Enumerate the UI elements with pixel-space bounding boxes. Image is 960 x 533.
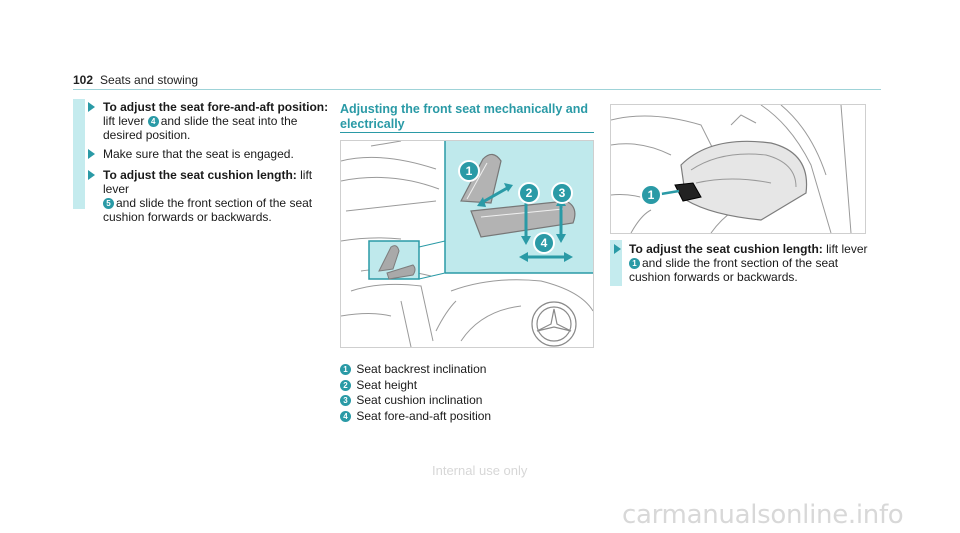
step-text: lift lever: [103, 114, 145, 128]
step-cushion-length-2: To adjust the seat cushion length: lift …: [629, 242, 869, 284]
legend-item: 3 Seat cushion inclination: [340, 393, 491, 409]
step-text: cushion forwards or backwards.: [103, 210, 272, 224]
step-arrow-icon: [88, 170, 95, 180]
step-text: desired position.: [103, 128, 191, 142]
step-text: cushion forwards or backwards.: [629, 270, 798, 284]
page-number: 102: [73, 73, 94, 87]
site-watermark: carmanualsonline.info: [622, 500, 904, 530]
step-arrow-icon: [88, 102, 95, 112]
step-arrow-icon: [614, 244, 621, 254]
cushion-lever-illustration: [611, 105, 852, 233]
page-header: 102 Seats and stowing: [73, 73, 198, 87]
header-rule: [73, 89, 881, 90]
step-arrow-icon: [88, 149, 95, 159]
step-text: lift lever: [103, 168, 313, 196]
legend-badge: 4: [340, 410, 351, 422]
legend-text: Seat cushion inclination: [356, 393, 483, 407]
legend-badge: 2: [340, 379, 351, 391]
callout-3: 3: [551, 182, 573, 204]
callout-1: 1: [640, 184, 662, 206]
step-text: and slide the front section of the seat: [116, 196, 313, 210]
section-rule: [340, 132, 594, 133]
step-cushion-length: To adjust the seat cushion length: lift …: [103, 168, 335, 224]
cushion-lever-figure: 1: [610, 104, 866, 234]
legend-text: Seat backrest inclination: [356, 362, 487, 376]
callout-2: 2: [518, 182, 540, 204]
callout-4: 4: [533, 232, 555, 254]
callout-badge: 1: [629, 258, 640, 269]
section-title-line: electrically: [340, 117, 405, 131]
step-title: To adjust the seat fore-and-aft position…: [103, 100, 329, 114]
step-text: and slide the seat into the: [160, 114, 298, 128]
figure-legend: 1 Seat backrest inclination 2 Seat heigh…: [340, 362, 491, 424]
instruction-bar: [73, 99, 85, 209]
callout-1: 1: [458, 160, 480, 182]
legend-text: Seat height: [356, 377, 418, 392]
seat-controls-figure: 1 2 3 4: [340, 140, 594, 348]
callout-badge: 4: [147, 116, 159, 127]
step-engaged: Make sure that the seat is engaged.: [103, 147, 294, 161]
section-title: Adjusting the front seat mechanically an…: [340, 102, 594, 132]
legend-item: 4 Seat fore-and-aft position: [340, 409, 491, 425]
step-text: lift lever: [826, 242, 868, 256]
step-text: and slide the front section of the seat: [642, 256, 839, 270]
legend-badge: 1: [340, 364, 351, 375]
legend-badge: 3: [340, 395, 351, 406]
step-title: To adjust the seat cushion length:: [629, 242, 823, 256]
legend-item: 2 Seat height: [340, 378, 491, 394]
legend-item: 1 Seat backrest inclination: [340, 362, 491, 378]
step-fore-aft: To adjust the seat fore-and-aft position…: [103, 100, 333, 142]
section-name: Seats and stowing: [100, 73, 199, 87]
legend-text: Seat fore-and-aft position: [356, 408, 492, 423]
section-title-line: Adjusting the front seat mechanically an…: [340, 102, 588, 116]
internal-watermark: Internal use only: [432, 463, 528, 478]
callout-badge: 5: [103, 198, 114, 209]
step-title: To adjust the seat cushion length:: [103, 168, 297, 182]
